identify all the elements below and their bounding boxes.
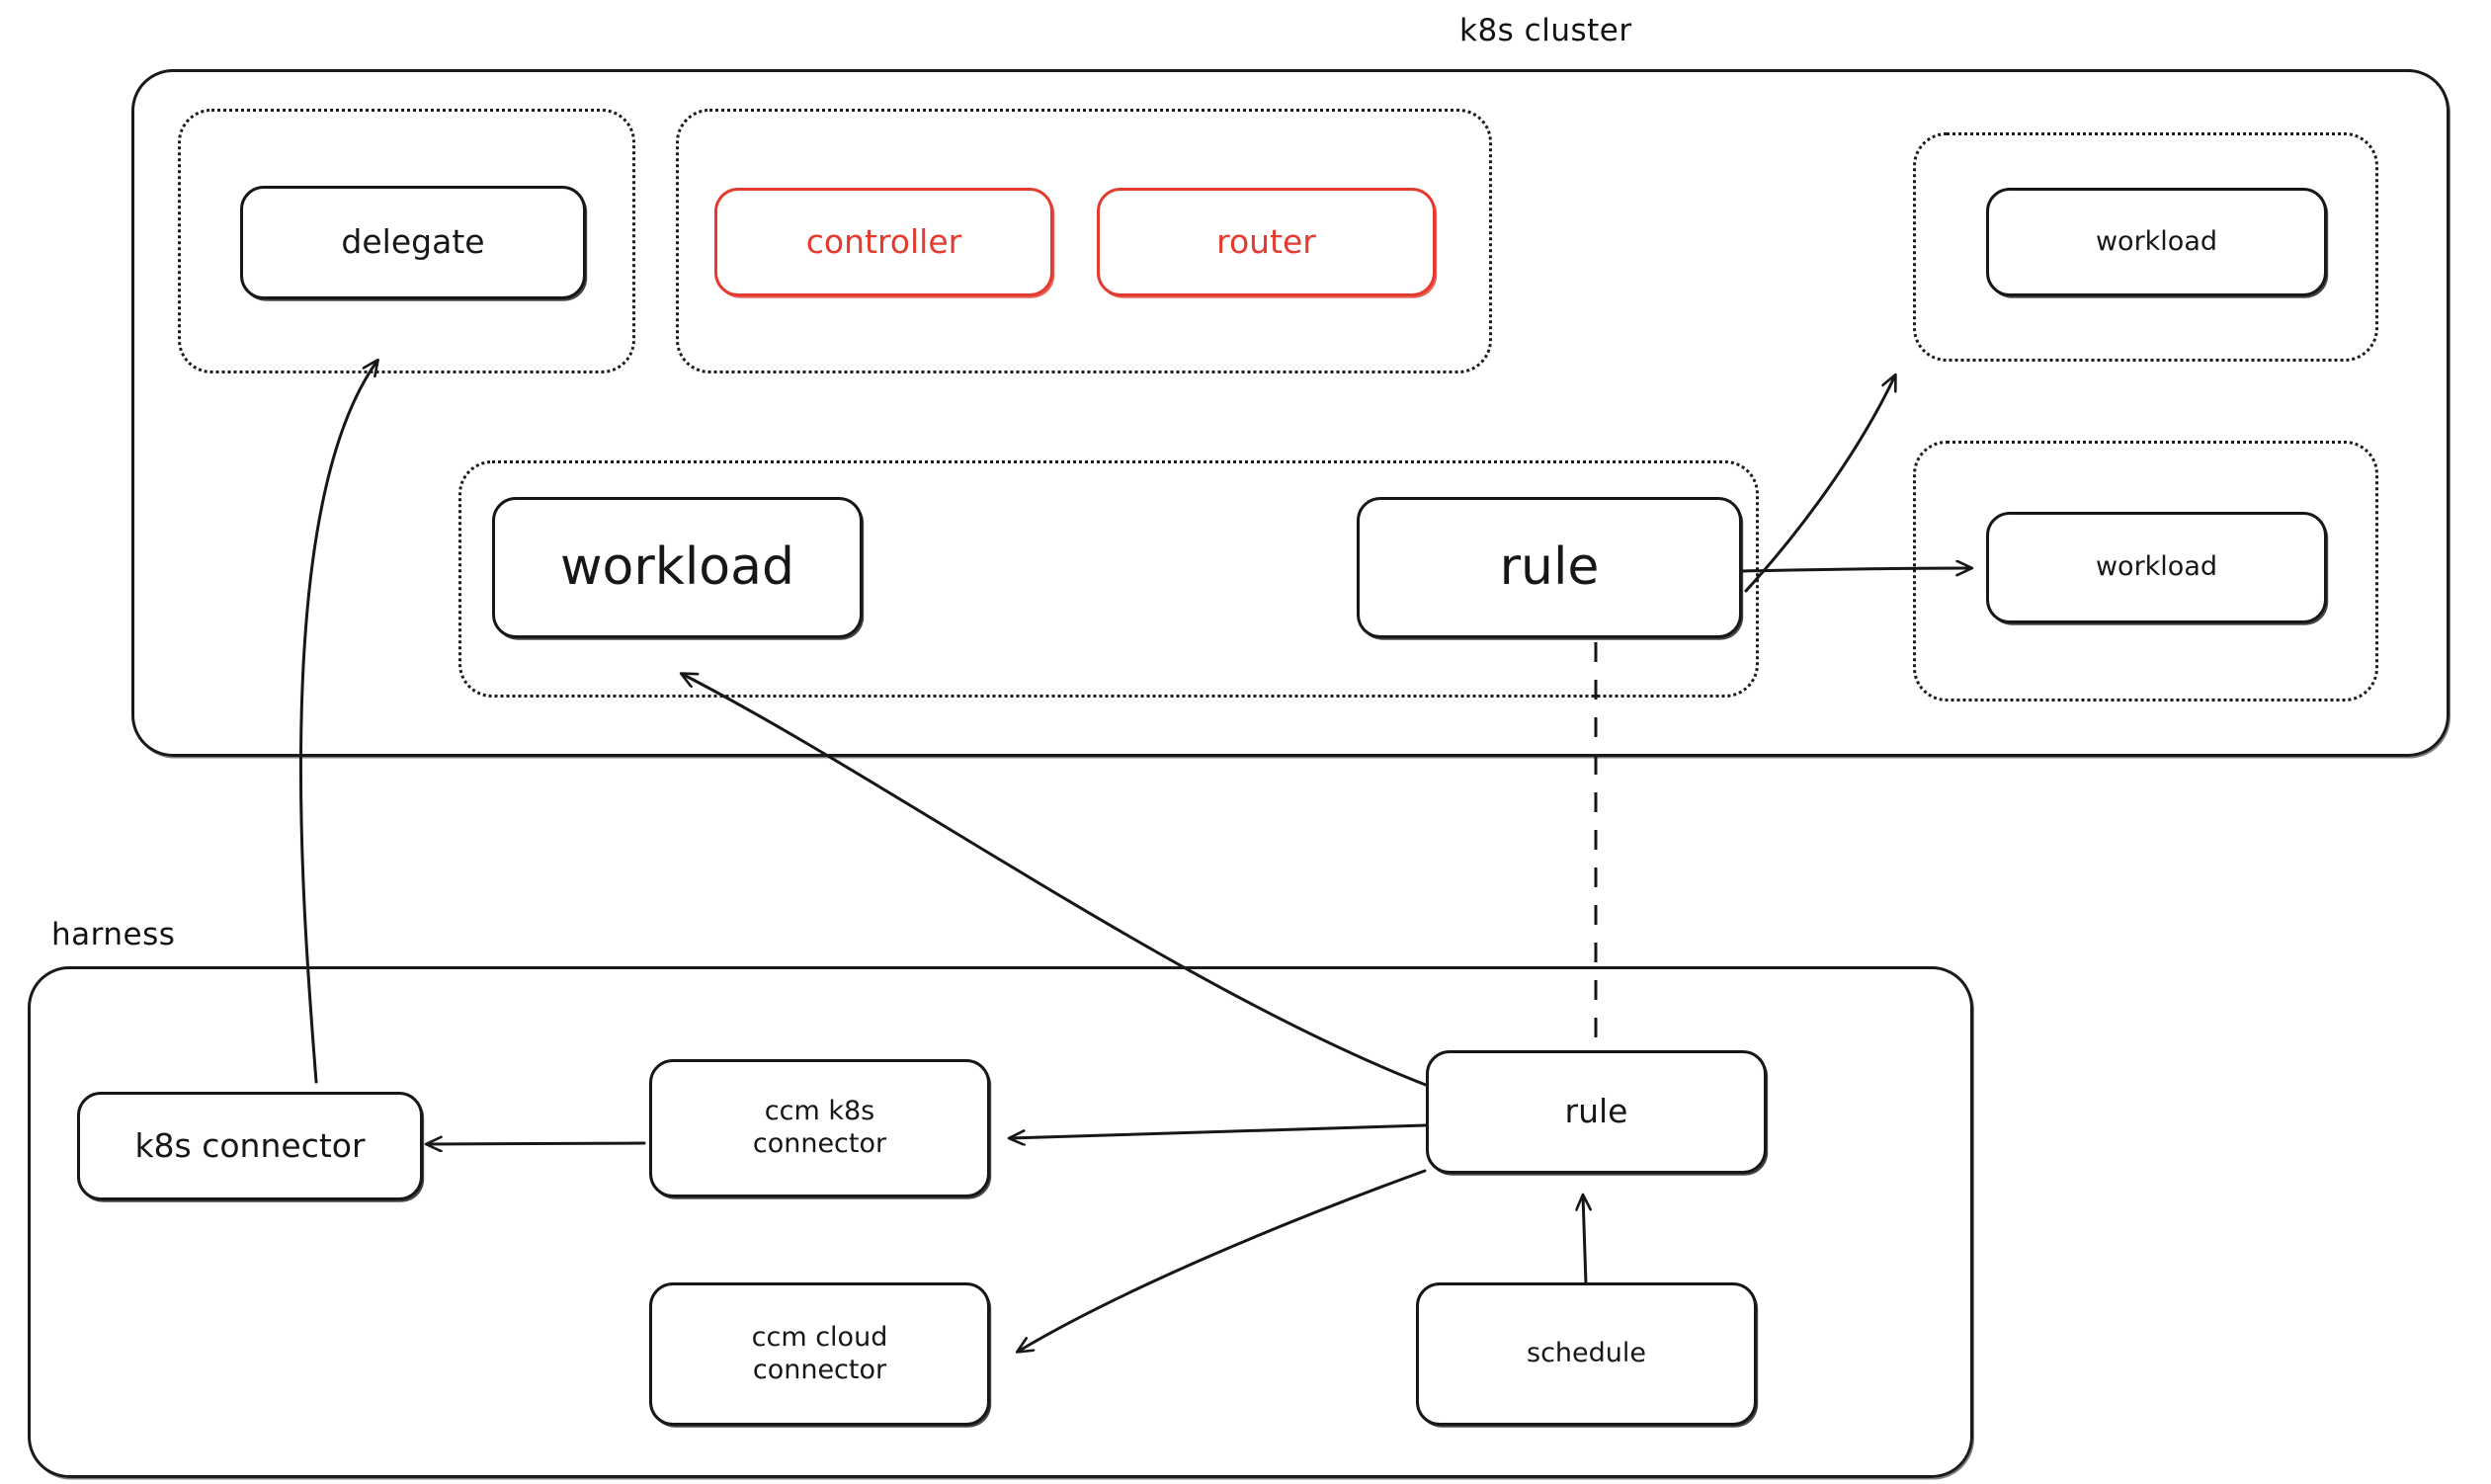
node-rule-cluster[interactable]: rule: [1357, 497, 1742, 638]
harness-container: [28, 966, 1973, 1478]
node-ccm-cloud-connector[interactable]: ccm cloud connector: [649, 1282, 990, 1426]
workload-group-top-right: [1913, 132, 2378, 362]
node-ccm-k8s-connector[interactable]: ccm k8s connector: [649, 1059, 990, 1197]
node-workload-top-right[interactable]: workload: [1986, 188, 2327, 296]
node-workload-bottom-right[interactable]: workload: [1986, 512, 2327, 623]
workload-group-bottom-right: [1913, 441, 2378, 701]
node-delegate[interactable]: delegate: [240, 186, 586, 299]
node-rule-harness[interactable]: rule: [1426, 1050, 1767, 1174]
node-schedule[interactable]: schedule: [1416, 1282, 1757, 1426]
node-k8s-connector[interactable]: k8s connector: [77, 1092, 423, 1200]
node-controller[interactable]: controller: [714, 188, 1053, 296]
workload-rule-group: [458, 460, 1759, 698]
node-router[interactable]: router: [1097, 188, 1436, 296]
harness-label: harness: [51, 917, 176, 952]
delegate-group: [178, 109, 635, 373]
k8s-cluster-label: k8s cluster: [1459, 13, 1632, 48]
control-plane-group: [676, 109, 1492, 373]
node-workload-main[interactable]: workload: [492, 497, 863, 638]
k8s-cluster-container: [131, 69, 2449, 757]
